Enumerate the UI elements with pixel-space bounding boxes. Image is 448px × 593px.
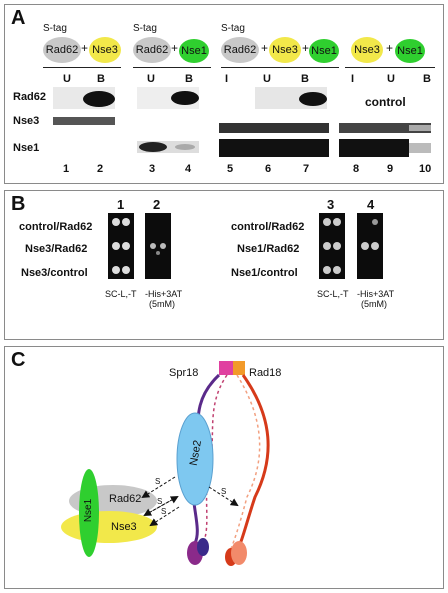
nse1-label: Nse1 xyxy=(397,45,423,57)
stag-label-3: S-tag xyxy=(221,23,245,34)
nse2-oval xyxy=(176,412,214,506)
plate-number: 4 xyxy=(367,197,375,212)
row-label: Nse3/Rad62 xyxy=(25,243,88,255)
s-label: S xyxy=(155,477,161,486)
row-label: Nse1/control xyxy=(231,267,298,279)
column-header: B xyxy=(301,73,309,85)
control-label: control xyxy=(365,95,406,109)
interaction-arrow xyxy=(141,476,176,499)
lane-number: 5 xyxy=(227,163,234,175)
nse1-label: Nse1 xyxy=(181,45,207,57)
smc-complex-diagram xyxy=(61,361,270,566)
s-label: S xyxy=(221,487,227,496)
stag-label-1: S-tag xyxy=(43,23,67,34)
nse3-oval: Nse3 xyxy=(269,37,301,63)
plus-sign: + xyxy=(302,41,310,55)
plate-number: 2 xyxy=(153,197,161,212)
rad62-oval: Rad62 xyxy=(133,37,171,63)
column-header: B xyxy=(185,73,193,85)
column-header: I xyxy=(225,73,229,85)
rad62-label: Rad62 xyxy=(223,44,257,56)
rad18-label: Rad18 xyxy=(249,367,282,379)
nse3-oval xyxy=(61,511,157,543)
lane-number: 2 xyxy=(97,163,104,175)
row-label: control/Rad62 xyxy=(231,221,305,233)
condition-label: SC-L,-T xyxy=(317,289,349,299)
nse3-oval: Nse3 xyxy=(351,37,383,63)
western-blot xyxy=(53,87,431,157)
condition-label: SC-L,-T xyxy=(105,289,137,299)
nse1-label: Nse1 xyxy=(83,498,95,523)
nse3-label: Nse3 xyxy=(92,44,118,56)
s-label: S xyxy=(161,507,167,516)
panel-b: B 1 2 3 4 control/Rad62 Nse3/Rad62 Nse3/… xyxy=(4,190,444,340)
row-label-nse1: Nse1 xyxy=(13,142,40,154)
nse3-oval: Nse3 xyxy=(89,37,121,63)
plate-number: 3 xyxy=(327,197,335,212)
rad18-hinge xyxy=(233,361,245,375)
nse1-oval: Nse1 xyxy=(395,39,425,63)
nse1-oval: Nse1 xyxy=(309,39,339,63)
rad62-label: Rad62 xyxy=(135,44,169,56)
nse1-oval: Nse1 xyxy=(179,39,209,63)
lane-number: 1 xyxy=(63,163,70,175)
stag-label-2: S-tag xyxy=(133,23,157,34)
panel-letter-b: B xyxy=(11,193,26,215)
lane-number: 4 xyxy=(185,163,192,175)
row-label: Nse3/control xyxy=(21,267,88,279)
plus-sign: + xyxy=(171,41,179,55)
yeast-plate xyxy=(145,213,171,279)
rad62-oval: Rad62 xyxy=(43,37,81,63)
interaction-arrow xyxy=(208,486,239,507)
plate-number: 1 xyxy=(117,197,125,212)
panel-a: A S-tag Rad62 + Nse3 S-tag Rad62 + Nse1 … xyxy=(4,4,444,184)
row-label: control/Rad62 xyxy=(19,221,93,233)
interaction-arrow xyxy=(149,506,180,527)
nse3-label: Nse3 xyxy=(111,521,137,533)
panel-letter-a: A xyxy=(11,7,26,29)
rad62-label: Rad62 xyxy=(45,44,79,56)
plus-sign: + xyxy=(386,41,394,55)
yeast-plate xyxy=(319,213,345,279)
column-header: B xyxy=(97,73,105,85)
panel-c: C Spr18 Rad18 Nse2 Ra xyxy=(4,346,444,589)
column-header: U xyxy=(63,73,71,85)
column-header: I xyxy=(351,73,355,85)
rad18-arm xyxy=(233,374,270,555)
spr18-label: Spr18 xyxy=(169,367,199,379)
lane-number: 3 xyxy=(149,163,156,175)
lane-number: 6 xyxy=(265,163,272,175)
lane-number: 10 xyxy=(419,163,432,175)
row-label-rad62: Rad62 xyxy=(13,91,47,103)
lane-number: 7 xyxy=(303,163,310,175)
nse1-label: Nse1 xyxy=(311,45,337,57)
yeast-plate xyxy=(108,213,134,279)
row-label-nse3: Nse3 xyxy=(13,115,40,127)
rad62-label: Rad62 xyxy=(109,493,142,505)
lane-number: 8 xyxy=(353,163,360,175)
condition-label: (5mM) xyxy=(361,299,387,309)
condition-label: (5mM) xyxy=(149,299,175,309)
column-header: U xyxy=(387,73,395,85)
yeast-plate xyxy=(357,213,383,279)
plus-sign: + xyxy=(261,41,269,55)
column-header: U xyxy=(263,73,271,85)
condition-label: -His+3AT xyxy=(357,289,395,299)
row-label: Nse1/Rad62 xyxy=(237,243,300,255)
column-header: B xyxy=(423,73,431,85)
nse3-label: Nse3 xyxy=(354,44,380,56)
lane-number: 9 xyxy=(387,163,394,175)
column-header: U xyxy=(147,73,155,85)
plus-sign: + xyxy=(81,41,89,55)
panel-letter-c: C xyxy=(11,349,26,371)
nse3-label: Nse3 xyxy=(272,44,298,56)
s-label: S xyxy=(157,497,163,506)
condition-label: -His+3AT xyxy=(145,289,183,299)
spr18-hinge xyxy=(219,361,233,375)
nse1-oval xyxy=(79,469,99,557)
rad62-oval: Rad62 xyxy=(221,37,259,63)
